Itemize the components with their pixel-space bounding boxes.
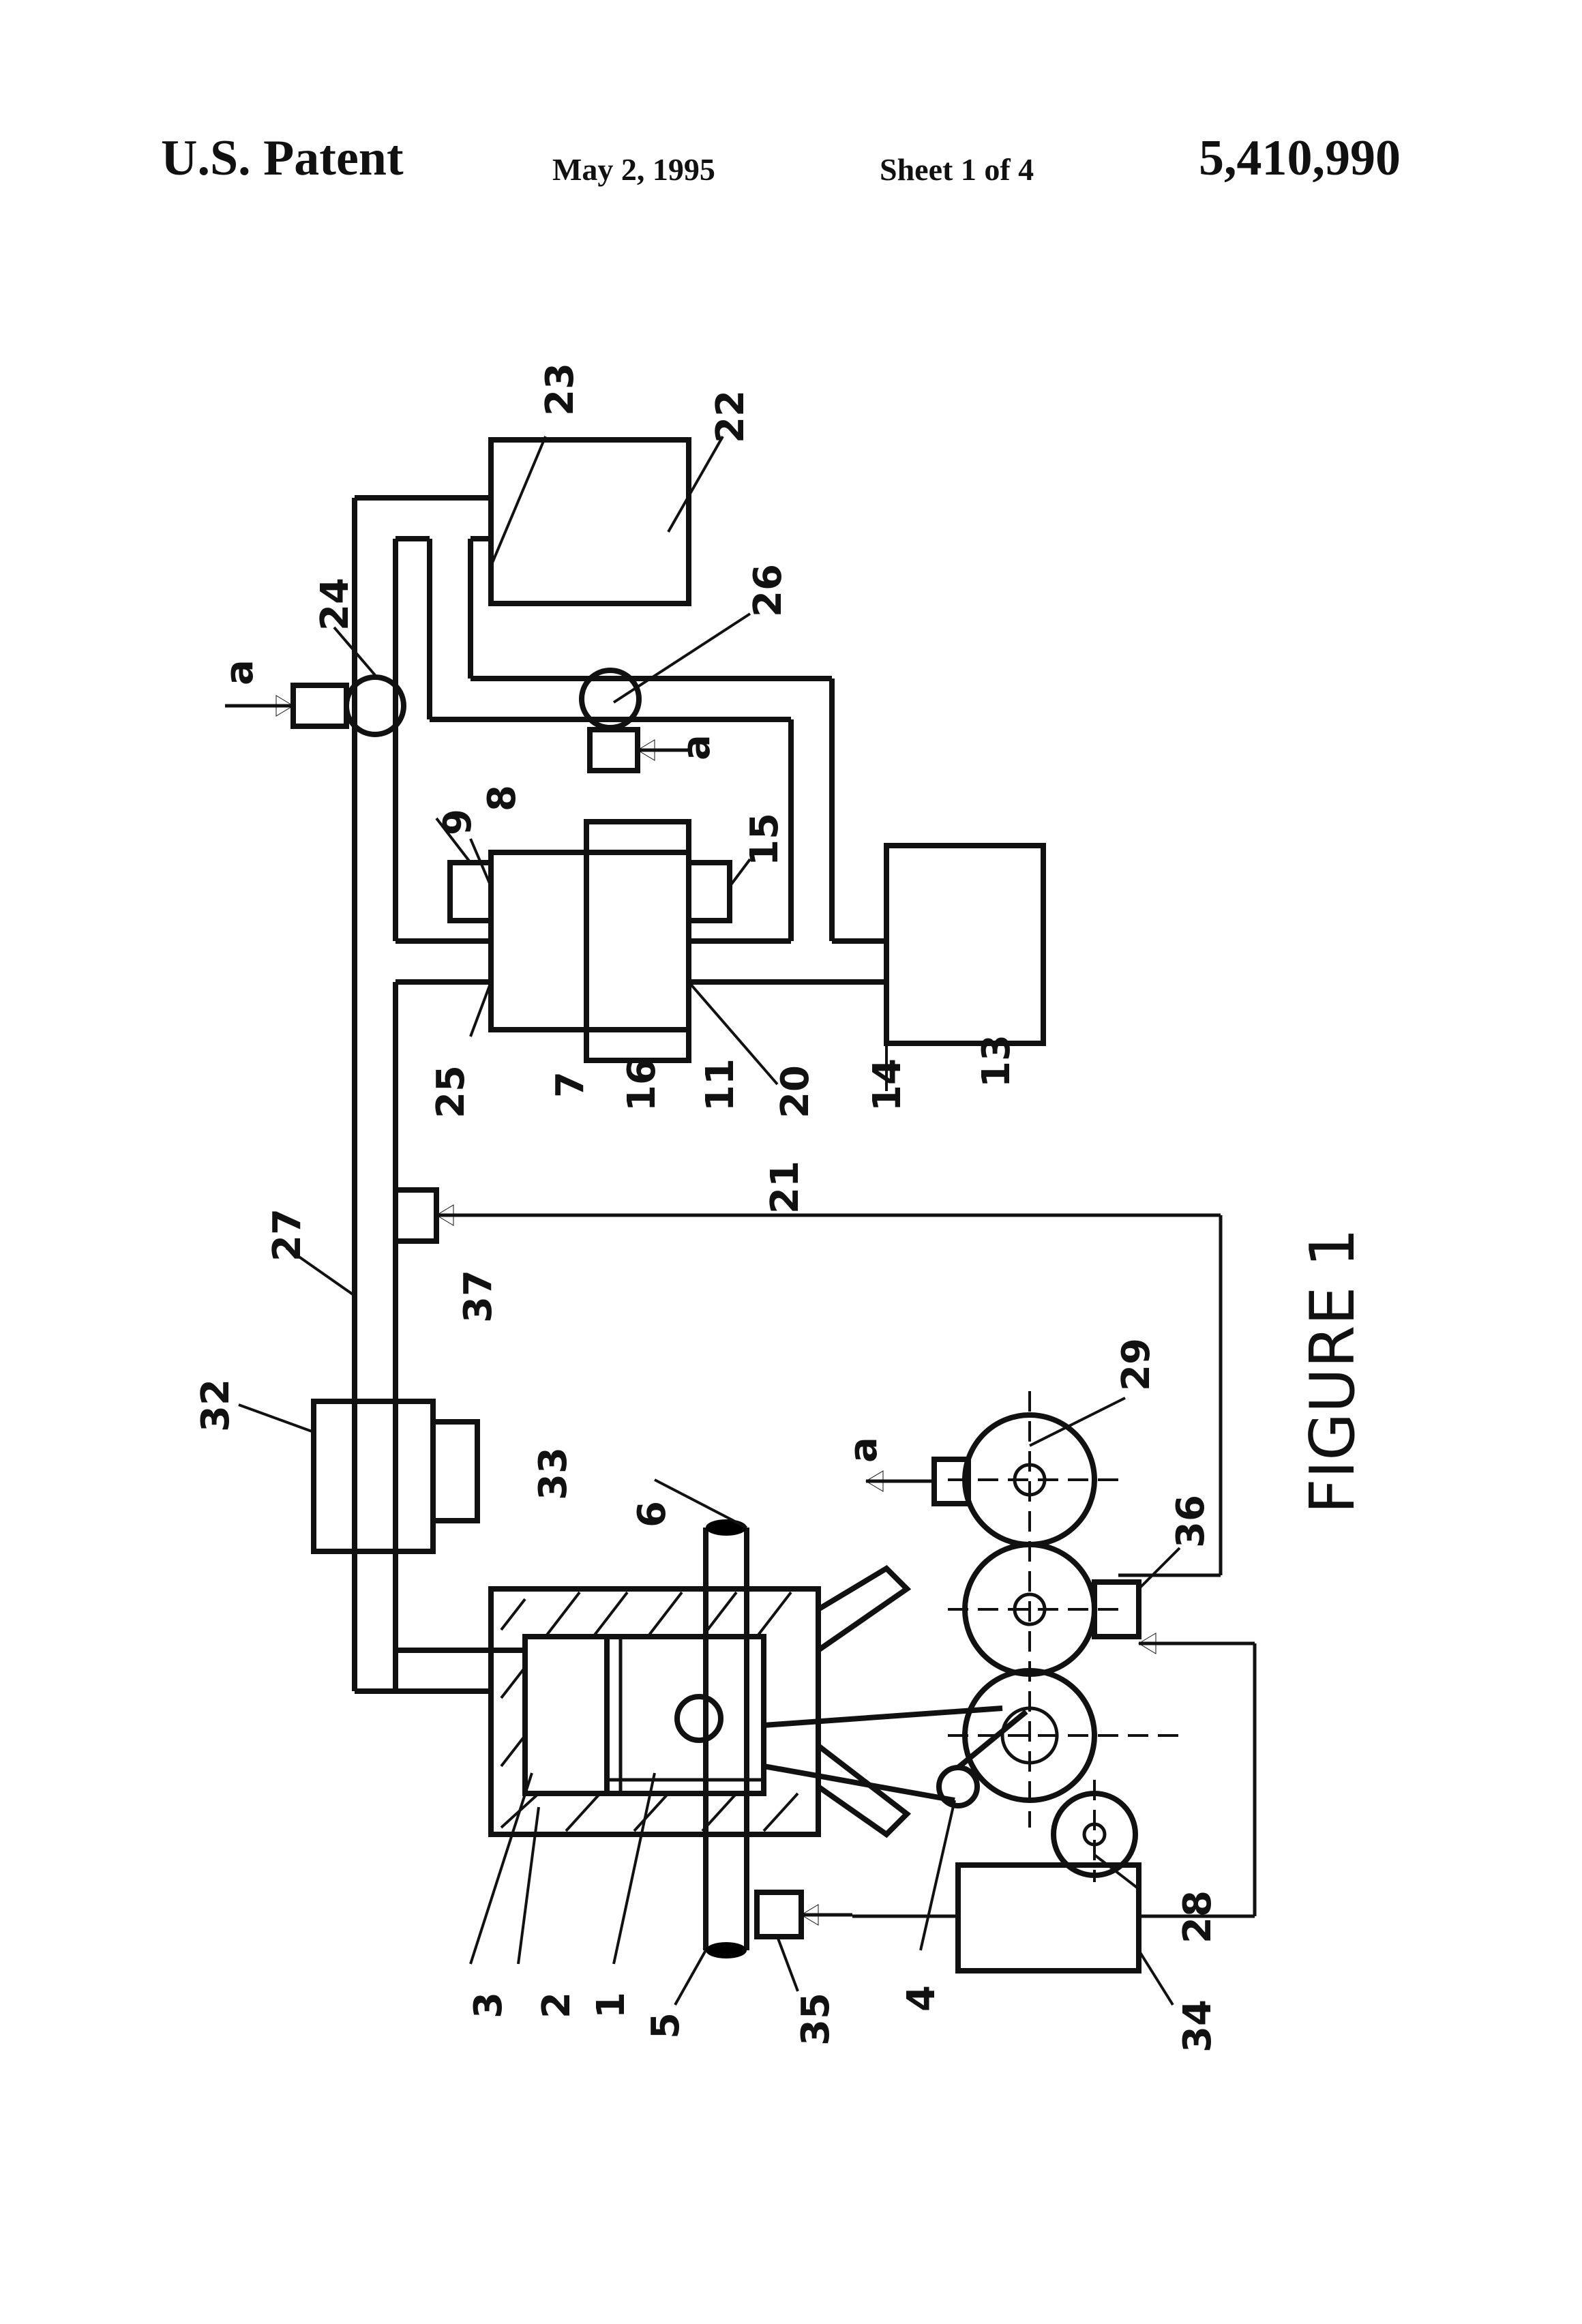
label-8: 8	[480, 785, 524, 811]
label-15: 15	[743, 813, 787, 866]
label-9: 9	[436, 809, 480, 835]
label-35: 35	[794, 1993, 838, 2046]
label-a-top: a	[218, 659, 262, 685]
actuator-29	[866, 1459, 968, 1504]
label-1: 1	[589, 1992, 633, 2018]
pipe-to-cylinder	[355, 1551, 525, 1691]
label-6: 6	[630, 1501, 674, 1528]
label-34: 34	[1176, 1999, 1220, 2053]
label-13: 13	[974, 1034, 1019, 1088]
label-27: 27	[265, 1208, 310, 1262]
label-21: 21	[763, 1161, 807, 1214]
label-5: 5	[644, 2012, 688, 2039]
label-29: 29	[1114, 1338, 1159, 1391]
tank-22	[491, 440, 689, 604]
cylinder-housing	[491, 1568, 907, 1834]
label-11: 11	[698, 1058, 743, 1112]
label-33: 33	[531, 1447, 576, 1500]
box-34	[958, 1865, 1139, 1971]
connecting-rod-4	[764, 1708, 1026, 1806]
label-36: 36	[1169, 1495, 1213, 1548]
label-28: 28	[1176, 1890, 1220, 1943]
label-4: 4	[899, 1985, 944, 2012]
box-13	[886, 846, 1043, 1043]
label-3: 3	[466, 1992, 511, 2018]
label-2: 2	[535, 1992, 579, 2018]
label-37: 37	[456, 1270, 501, 1323]
label-23: 23	[538, 363, 582, 416]
label-26: 26	[746, 564, 790, 617]
label-22: 22	[708, 390, 753, 443]
label-25: 25	[429, 1065, 473, 1118]
label-32: 32	[194, 1379, 238, 1432]
figure-caption: FIGURE 1	[1297, 1228, 1369, 1514]
label-20: 20	[773, 1065, 818, 1118]
label-24: 24	[313, 578, 357, 631]
leader-lines	[239, 436, 1180, 2005]
block-7-16-11	[450, 822, 730, 1060]
sensor-37	[395, 1190, 1221, 1575]
label-7: 7	[548, 1071, 593, 1098]
label-16: 16	[620, 1058, 664, 1112]
label-a-valve26: a	[674, 734, 719, 760]
label-14: 14	[865, 1058, 910, 1112]
label-a-gear: a	[841, 1437, 886, 1463]
